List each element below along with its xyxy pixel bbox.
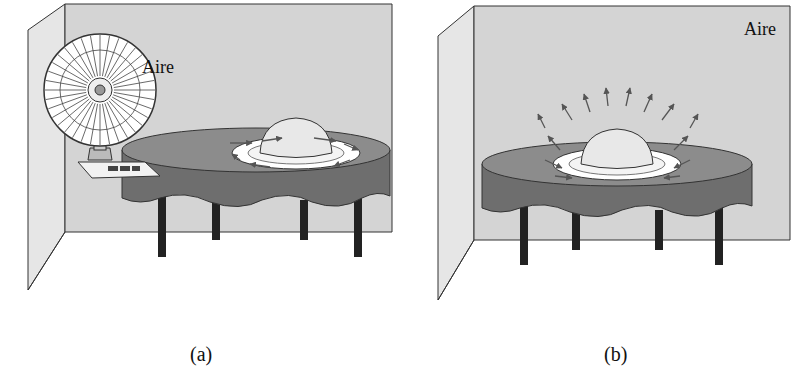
table-a [122,128,390,257]
room-a [28,4,392,290]
panel-label: (a) [190,343,212,365]
convection-arrows-b [538,88,698,178]
panel-label: (b) [604,343,627,365]
air-label: Aire [142,58,174,78]
plate-b [553,129,681,180]
room-b [438,6,790,300]
air-label: Aire [744,20,776,40]
fan [44,34,160,178]
airflow-arrows-a [230,138,358,167]
